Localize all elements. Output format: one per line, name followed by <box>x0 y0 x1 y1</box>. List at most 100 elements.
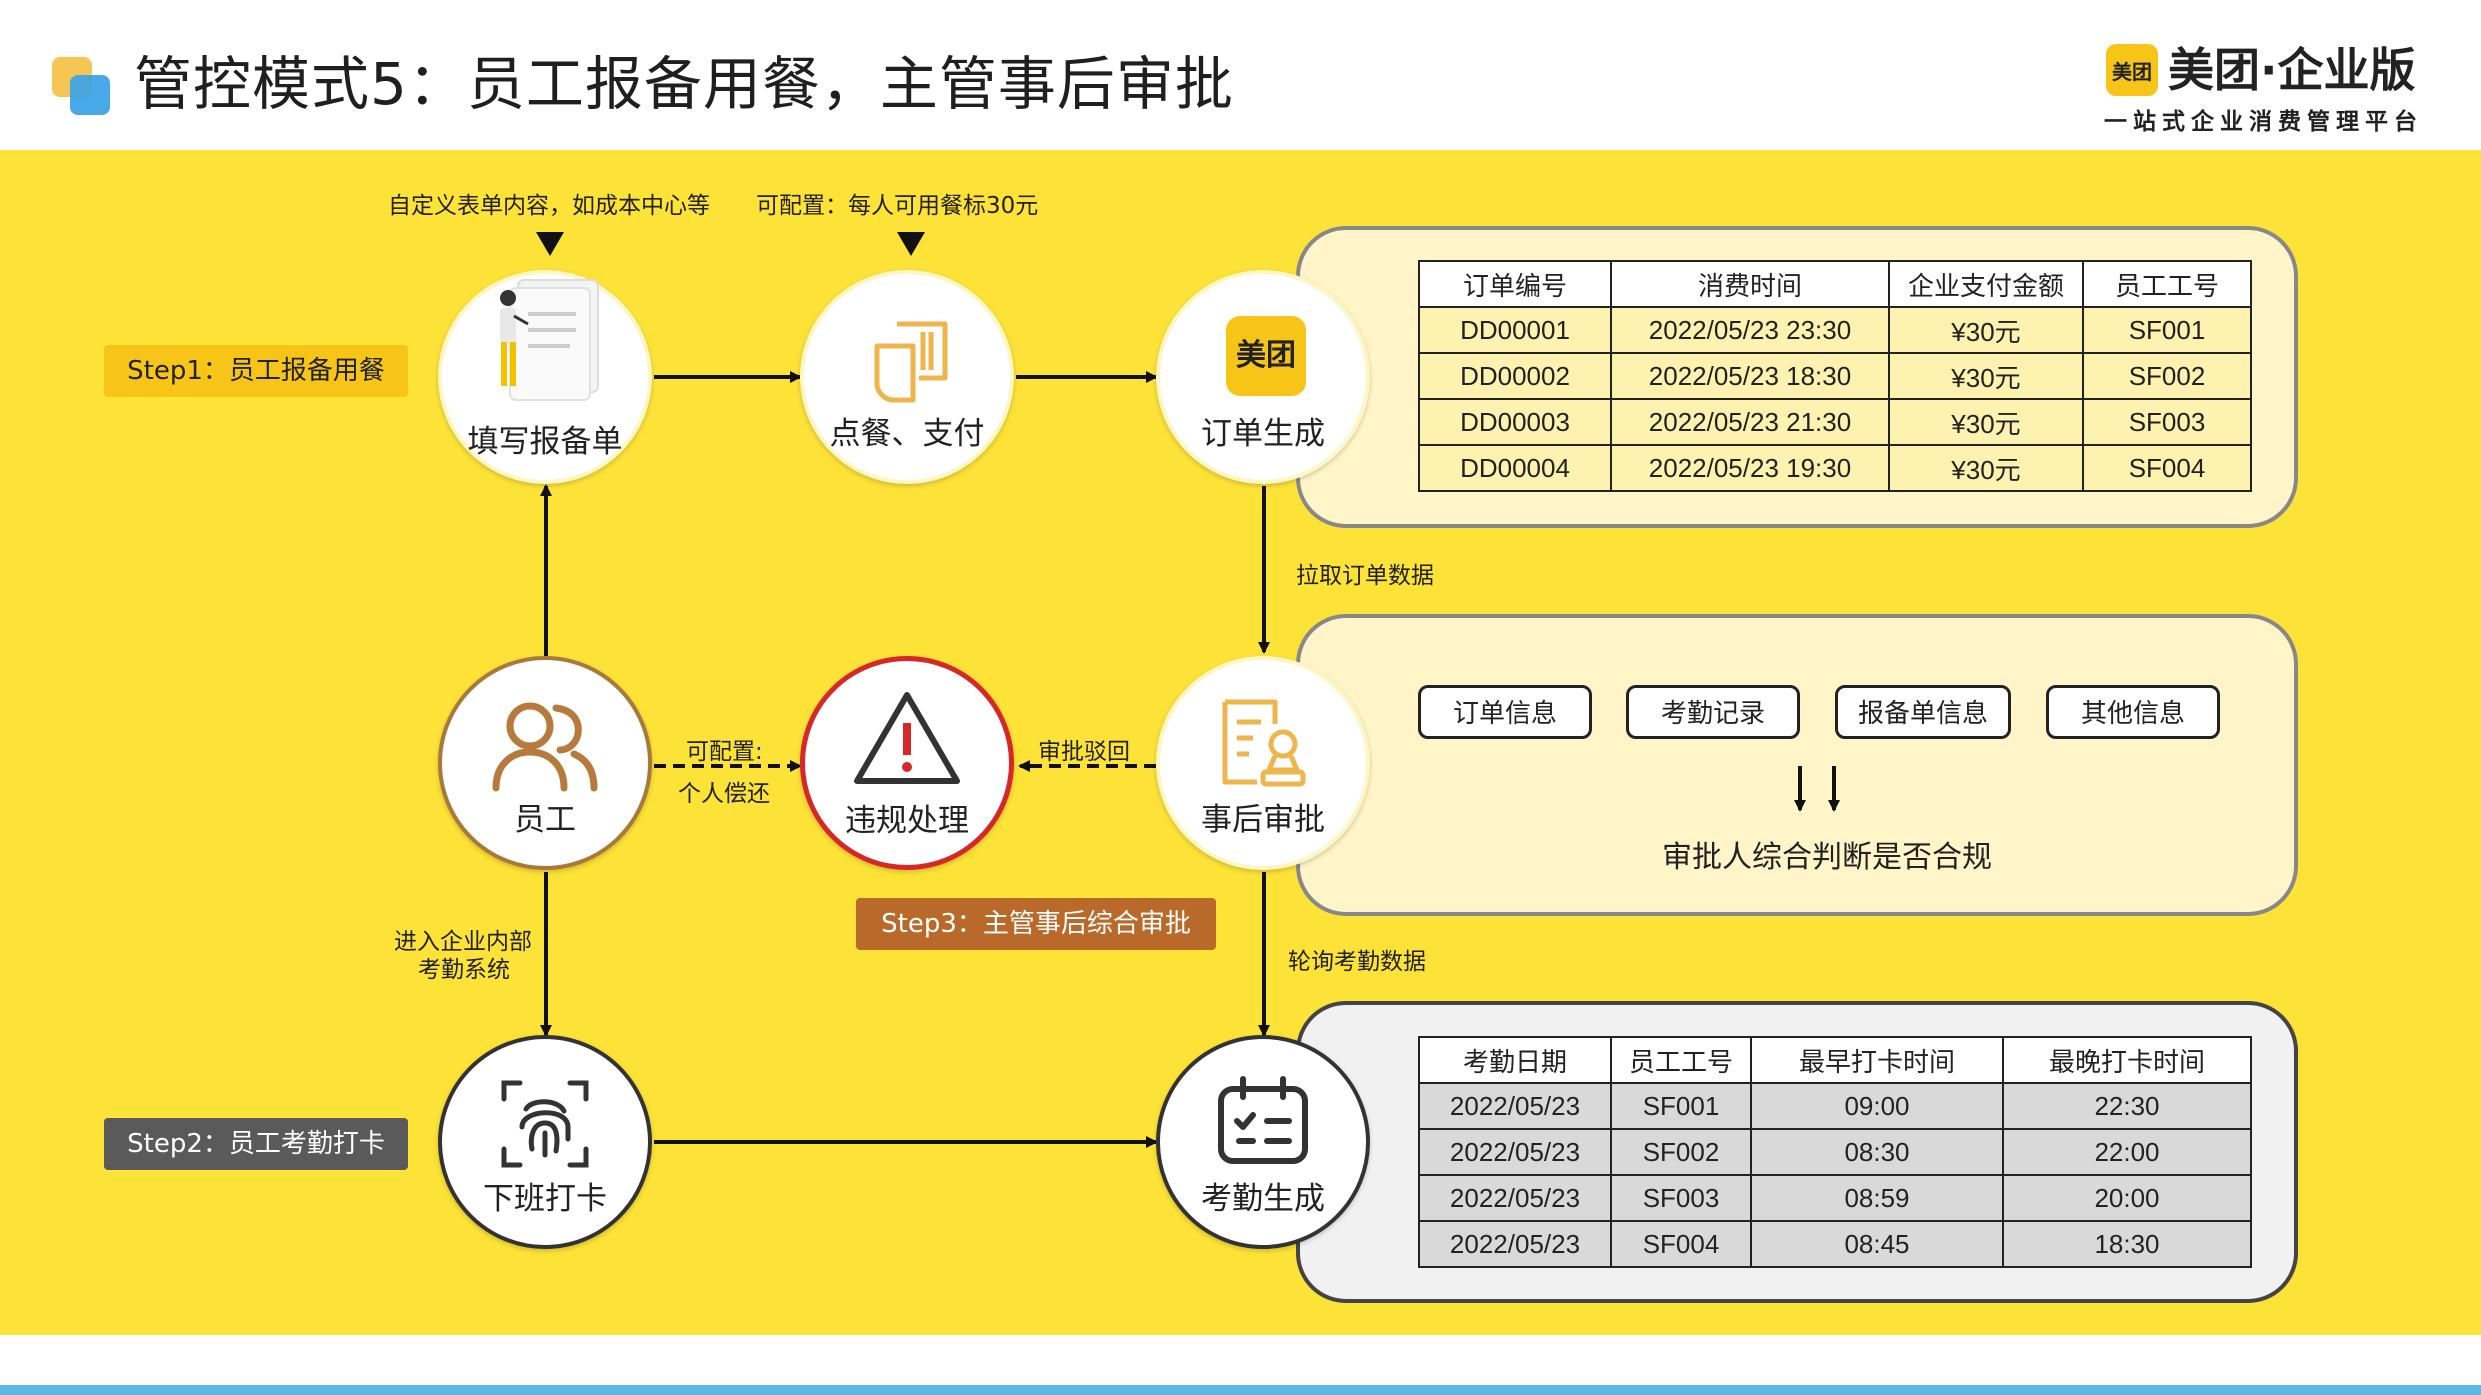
node-employee[interactable]: 员工 <box>438 656 652 870</box>
table-cell: SF004 <box>2082 444 2252 492</box>
table-cell: SF003 <box>2082 398 2252 446</box>
table-cell: SF001 <box>1610 1082 1752 1130</box>
annotation-poll-attendance: 轮询考勤数据 <box>1288 949 1426 975</box>
step2-tag: Step2：员工考勤打卡 <box>104 1118 408 1170</box>
form-person-icon <box>500 279 599 401</box>
annotation-personal-repay: 个人偿还 <box>678 781 770 807</box>
table-cell: 2022/05/23 <box>1418 1220 1612 1268</box>
table-cell: SF002 <box>2082 352 2252 400</box>
annotation-enter-system-2: 考勤系统 <box>418 957 510 983</box>
node-order-gen[interactable]: 美团 订单生成 <box>1156 270 1370 484</box>
table-row: 2022/05/23 SF002 08:30 22:00 <box>1418 1128 2252 1176</box>
table-row: 2022/05/23 SF004 08:45 18:30 <box>1418 1220 2252 1268</box>
annotation-marker-limit <box>897 232 925 256</box>
table-cell: 2022/05/23 18:30 <box>1610 352 1890 400</box>
logo-subtitle: 一站式企业消费管理平台 <box>2104 109 2423 135</box>
table-cell: 22:30 <box>2002 1082 2252 1130</box>
table-cell: DD00003 <box>1418 398 1612 446</box>
table-cell: 2022/05/23 23:30 <box>1610 306 1890 354</box>
table-row: DD00002 2022/05/23 18:30 ¥30元 SF002 <box>1418 352 2252 400</box>
calendar-icon <box>1218 1076 1308 1164</box>
annotation-enter-system-1: 进入企业内部 <box>394 929 532 955</box>
step3-tag: Step3：主管事后综合审批 <box>856 898 1216 950</box>
table-row: DD00004 2022/05/23 19:30 ¥30元 SF004 <box>1418 444 2252 492</box>
table-cell: 08:30 <box>1750 1128 2004 1176</box>
warning-icon <box>854 692 960 784</box>
column-header: 企业支付金额 <box>1888 260 2084 308</box>
node-order-pay[interactable]: 点餐、支付 <box>800 270 1014 484</box>
annotation-pull-orders: 拉取订单数据 <box>1296 563 1434 589</box>
table-cell: DD00001 <box>1418 306 1612 354</box>
node-post-approval[interactable]: 事后审批 <box>1156 656 1370 870</box>
column-header: 消费时间 <box>1610 260 1890 308</box>
column-header: 员工工号 <box>2082 260 2252 308</box>
node-label: 订单生成 <box>1201 416 1325 452</box>
table-cell: ¥30元 <box>1888 398 2084 446</box>
table-cell: SF002 <box>1610 1128 1752 1176</box>
table-cell: ¥30元 <box>1888 444 2084 492</box>
table-cell: 20:00 <box>2002 1174 2252 1222</box>
table-cell: 08:59 <box>1750 1174 2004 1222</box>
table-cell: 2022/05/23 <box>1418 1082 1612 1130</box>
table-cell: 18:30 <box>2002 1220 2252 1268</box>
step1-tag: Step1：员工报备用餐 <box>104 345 408 397</box>
approval-box <box>1296 614 2298 916</box>
table-cell: 2022/05/23 <box>1418 1174 1612 1222</box>
column-header: 最早打卡时间 <box>1750 1036 2004 1084</box>
table-header-row: 订单编号 消费时间 企业支付金额 员工工号 <box>1418 260 2252 308</box>
column-header: 订单编号 <box>1418 260 1612 308</box>
logo-text: 美团·企业版 <box>2168 43 2416 97</box>
info-pill-other: 其他信息 <box>2046 685 2220 739</box>
column-header: 考勤日期 <box>1418 1036 1612 1084</box>
annotation-form-custom: 自定义表单内容，如成本中心等 <box>388 193 710 219</box>
node-attendance-gen[interactable]: 考勤生成 <box>1156 1035 1370 1249</box>
bottom-accent-line <box>0 1385 2481 1395</box>
table-cell: ¥30元 <box>1888 352 2084 400</box>
node-fill-form[interactable]: 填写报备单 <box>438 270 652 484</box>
table-row: DD00001 2022/05/23 23:30 ¥30元 SF001 <box>1418 306 2252 354</box>
table-cell: DD00002 <box>1418 352 1612 400</box>
node-label: 下班打卡 <box>483 1181 607 1217</box>
table-cell: 09:00 <box>1750 1082 2004 1130</box>
table-cell: SF003 <box>1610 1174 1752 1222</box>
annotation-configurable: 可配置: <box>686 739 763 765</box>
info-pill-form: 报备单信息 <box>1835 685 2011 739</box>
annotation-marker-form <box>536 232 564 256</box>
fingerprint-icon <box>501 1080 589 1168</box>
meituan-app-icon: 美团 <box>1226 316 1306 396</box>
order-table: 订单编号 消费时间 企业支付金额 员工工号 DD00001 2022/05/23… <box>1418 260 2252 492</box>
annotation-meal-limit: 可配置：每人可用餐标30元 <box>756 193 1039 219</box>
node-clock-out[interactable]: 下班打卡 <box>438 1035 652 1249</box>
table-cell: 2022/05/23 21:30 <box>1610 398 1890 446</box>
column-header: 员工工号 <box>1610 1036 1752 1084</box>
node-label: 事后审批 <box>1201 802 1325 838</box>
table-header-row: 考勤日期 员工工号 最早打卡时间 最晚打卡时间 <box>1418 1036 2252 1084</box>
table-cell: ¥30元 <box>1888 306 2084 354</box>
people-icon <box>492 702 598 792</box>
table-cell: SF001 <box>2082 306 2252 354</box>
node-label: 违规处理 <box>845 803 969 839</box>
node-label: 点餐、支付 <box>829 416 985 452</box>
approval-conclusion: 审批人综合判断是否合规 <box>1662 840 1992 875</box>
title-icon <box>52 57 110 115</box>
table-cell: 2022/05/23 19:30 <box>1610 444 1890 492</box>
annotation-reject: 审批驳回 <box>1038 739 1130 765</box>
table-cell: 2022/05/23 <box>1418 1128 1612 1176</box>
node-violation[interactable]: 违规处理 <box>800 656 1014 870</box>
order-pay-icon <box>874 321 948 403</box>
page-title: 管控模式5：员工报备用餐，主管事后审批 <box>134 50 1234 118</box>
attendance-table: 考勤日期 员工工号 最早打卡时间 最晚打卡时间 2022/05/23 SF001… <box>1418 1036 2252 1268</box>
info-pill-attendance: 考勤记录 <box>1626 685 1800 739</box>
table-row: DD00003 2022/05/23 21:30 ¥30元 SF003 <box>1418 398 2252 446</box>
node-label: 员工 <box>514 802 576 838</box>
table-row: 2022/05/23 SF001 09:00 22:30 <box>1418 1082 2252 1130</box>
info-pill-order: 订单信息 <box>1418 685 1592 739</box>
table-cell: 22:00 <box>2002 1128 2252 1176</box>
approval-doc-icon <box>1222 699 1306 787</box>
node-label: 填写报备单 <box>467 424 623 460</box>
node-label: 考勤生成 <box>1201 1181 1325 1217</box>
column-header: 最晚打卡时间 <box>2002 1036 2252 1084</box>
table-cell: SF004 <box>1610 1220 1752 1268</box>
meituan-logo-badge: 美团 <box>2106 44 2158 96</box>
